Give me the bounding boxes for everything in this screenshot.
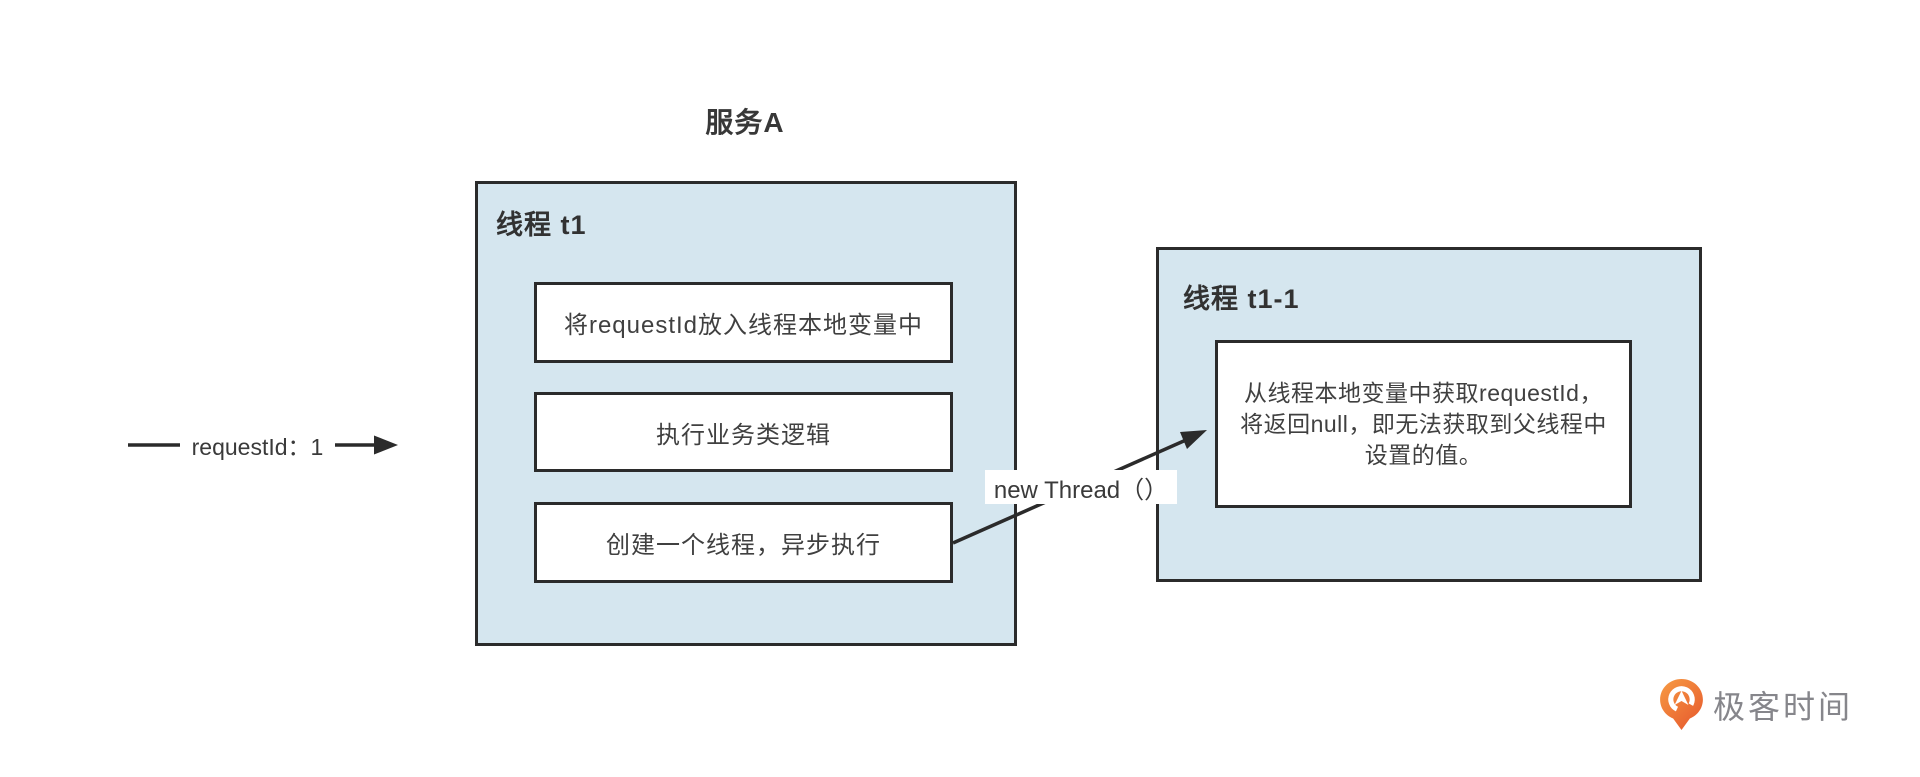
request-id-value-label: requestId：1 [180,429,335,461]
geektime-logo-text: 极客时间 [1713,688,1854,725]
new-thread-call-label: new Thread（） [985,470,1177,504]
step-box-create-thread: 创建一个线程，异步执行 [534,502,953,583]
step-box-label: 将requestId放入线程本地变量中 [563,312,924,339]
thread-t1-box: 线程 t1 将requestId放入线程本地变量中 执行业务类逻辑 创建一个线程… [475,181,1017,646]
geektime-logo: 极客时间 [1659,678,1853,731]
request-arrowhead-icon [374,435,398,455]
note-line: 从线程本地变量中获取requestId， [1244,379,1603,406]
step-box-put-requestid: 将requestId放入线程本地变量中 [534,282,953,363]
note-box-get-requestid: 从线程本地变量中获取requestId， 将返回null，即无法获取到父线程中 … [1215,340,1632,508]
step-box-label: 执行业务类逻辑 [656,421,831,449]
geektime-pin-icon [1660,679,1703,730]
thread-t1-1-box: 线程 t1-1 从线程本地变量中获取requestId， 将返回null，即无法… [1156,247,1702,582]
step-box-label: 创建一个线程，异步执行 [606,532,881,559]
thread-t1-label: 线程 t1 [496,210,587,240]
service-a-title: 服务A [705,107,785,138]
note-line: 设置的值。 [1364,441,1483,468]
thread-t1-1-label: 线程 t1-1 [1183,284,1300,314]
step-box-business-logic: 执行业务类逻辑 [534,392,953,472]
note-line: 将返回null，即无法获取到父线程中 [1240,410,1607,437]
